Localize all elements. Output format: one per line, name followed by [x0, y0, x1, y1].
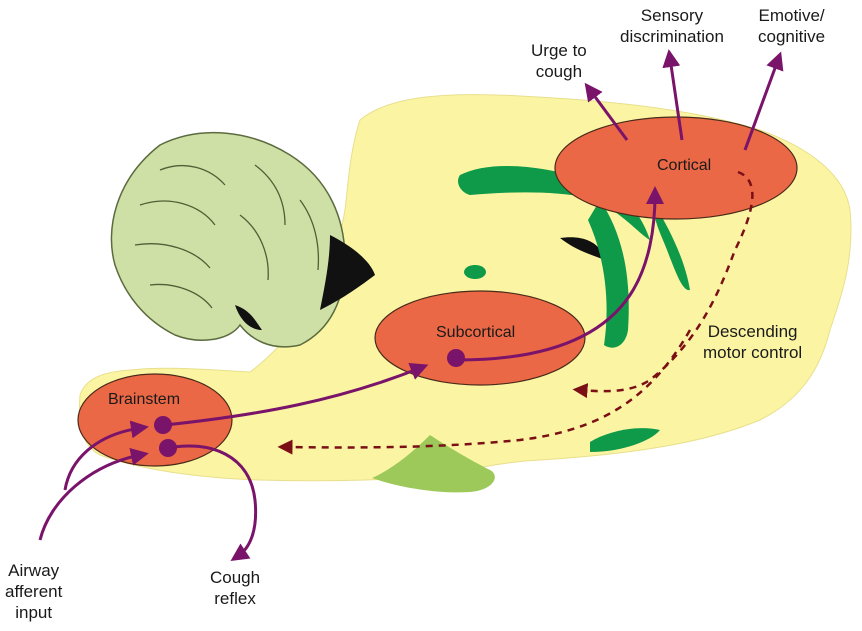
emotive-cognitive-label: Emotive/cognitive [758, 6, 826, 46]
brainstem-label: Brainstem [108, 391, 181, 408]
cortical-output-arrows [584, 49, 784, 151]
pathway-terminals [154, 349, 465, 457]
cerebellum-folia [134, 164, 320, 309]
cortical-region [554, 116, 798, 220]
brainstem-region [77, 373, 233, 467]
ascending-pathway [38, 186, 664, 561]
lateral-ventricle [560, 237, 605, 260]
cerebellum [110, 131, 346, 348]
subcortical-region [374, 290, 586, 386]
subcortical-label: Subcortical [436, 324, 516, 341]
pituitary [372, 435, 495, 493]
descending-motor-pathway [277, 170, 754, 455]
cortical-label: Cortical [657, 157, 712, 174]
ventricle-notch [235, 305, 262, 330]
fourth-ventricle [320, 235, 375, 310]
